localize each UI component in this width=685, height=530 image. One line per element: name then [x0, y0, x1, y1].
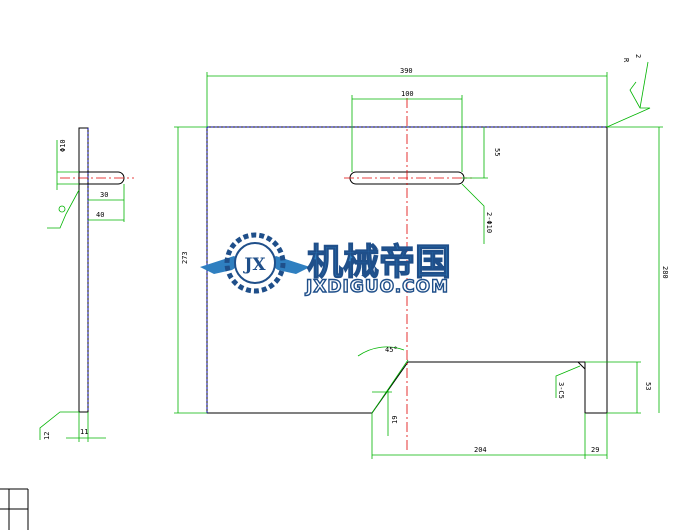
dim-204-text: 204: [474, 446, 487, 454]
side-view: Φ10 30 40 11 12: [39, 127, 134, 442]
dim-390-text: 390: [400, 67, 413, 75]
dim-45-arc: [357, 346, 405, 357]
side-dim-40-text: 40: [96, 211, 104, 219]
logo-badge-text: JX: [242, 255, 266, 275]
side-dim-12-leader: [39, 411, 79, 440]
logo-chinese-text: 机械帝国: [307, 242, 451, 283]
dim-280-text: 280: [661, 266, 669, 279]
dim-100-text: 100: [401, 90, 414, 98]
front-view: 390 100 55 2-Φ10 273 280 R 2 45°: [174, 54, 669, 459]
dim-55-text: 55: [493, 148, 501, 156]
title-block-fragment: [0, 488, 29, 530]
logo-wing-right: [266, 256, 310, 274]
side-dim-11-text: 11: [80, 428, 88, 436]
logo-wing-left: [200, 256, 244, 274]
dim-273-text: 273: [181, 251, 189, 264]
slot-callout-leader: [461, 183, 485, 244]
front-notch-corner: [577, 361, 586, 370]
dim-45-leader: [371, 359, 409, 414]
dim-c5-leader: [555, 365, 581, 398]
corner-mark-2-text: 2: [634, 54, 642, 58]
side-dim-30-text: 30: [100, 191, 108, 199]
corner-mark-leader: [639, 61, 649, 109]
dim-45-text: 45°: [385, 346, 398, 354]
dim-c5-text: 3-C5: [557, 382, 565, 399]
logo-gear-outer: [224, 232, 286, 294]
side-surface-circle: [58, 205, 66, 213]
side-surface-symbol: [47, 189, 80, 229]
dim-19-text: 19: [391, 416, 399, 424]
side-dim-12-text: 12: [43, 432, 51, 440]
dim-53-text: 53: [644, 382, 652, 390]
slot-callout-text: 2-Φ10: [485, 212, 493, 233]
side-dim-dia-text: Φ10: [59, 139, 67, 152]
side-plate-outline: [78, 127, 89, 413]
watermark-logo: JX 机械帝国 JXDIGUO.COM: [200, 232, 452, 298]
dim-29-text: 29: [591, 446, 599, 454]
corner-mark-r-text: R: [622, 58, 630, 63]
logo-url-text: JXDIGUO.COM: [305, 277, 449, 297]
front-slot: [349, 171, 465, 185]
logo-gear-inner: [234, 242, 276, 284]
